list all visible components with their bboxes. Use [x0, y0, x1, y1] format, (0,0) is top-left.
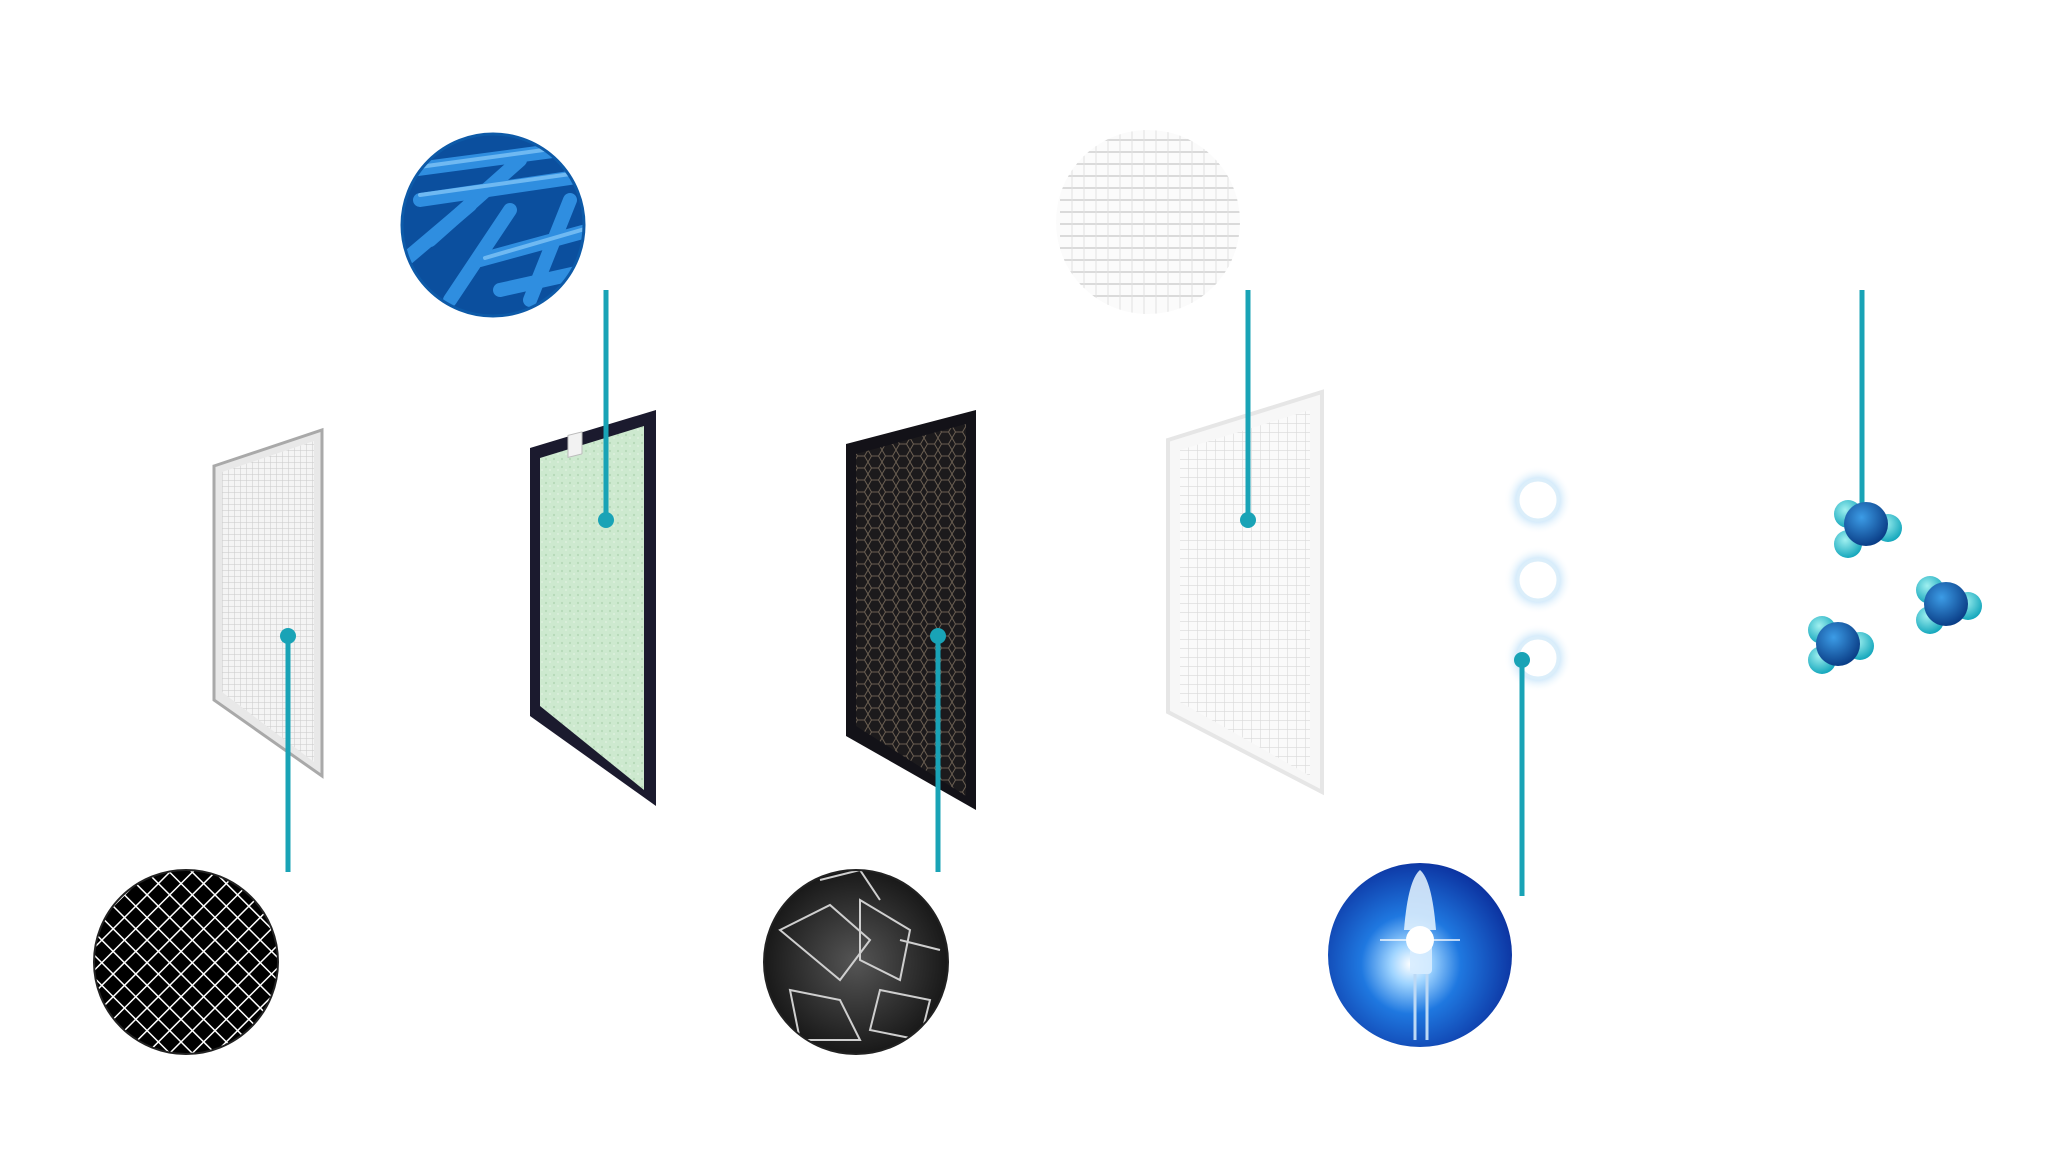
antibacterial-marker [598, 512, 614, 528]
carbon-marker [930, 628, 946, 644]
uv-led-zoom-circle [1328, 863, 1512, 1047]
carbon-micro-zoom-circle [763, 869, 949, 1055]
hepa-marker [1240, 512, 1256, 528]
hepa-filter-panel [1166, 389, 1324, 796]
molecule-icon-1 [1834, 500, 1902, 558]
hepa-zoom-circle [1056, 130, 1240, 314]
fiber-zoom-circle [400, 132, 586, 318]
carbon-filter-panel [846, 410, 976, 810]
mesh-zoom-circle [93, 869, 279, 1055]
molecule-icon-2 [1916, 576, 1982, 634]
molecule-icon-3 [1808, 616, 1874, 674]
pre-filter-marker [280, 628, 296, 644]
uv-marker [1514, 652, 1530, 668]
antibacterial-filter-panel [530, 410, 656, 806]
uv-glow-dots [1504, 466, 1572, 692]
pre-filter-panel [212, 427, 324, 779]
